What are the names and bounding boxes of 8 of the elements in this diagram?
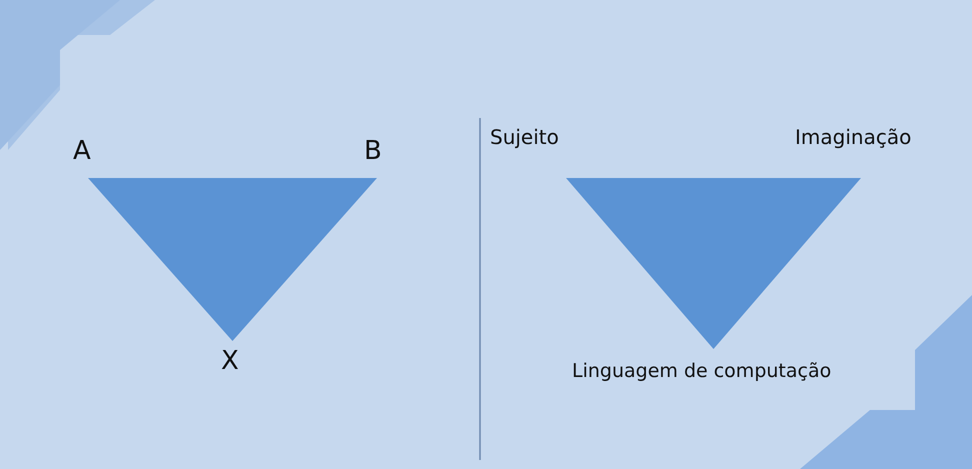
vertex-label: Imaginação — [795, 127, 912, 147]
vertex-label: A — [73, 138, 91, 164]
triangle-shape — [88, 178, 377, 341]
vertex-label: B — [364, 138, 382, 164]
vertex-label: X — [221, 348, 239, 374]
vertex-label: Linguagem de computação — [572, 362, 832, 381]
triangle-shape — [566, 178, 861, 349]
vertex-label: Sujeito — [490, 127, 559, 147]
